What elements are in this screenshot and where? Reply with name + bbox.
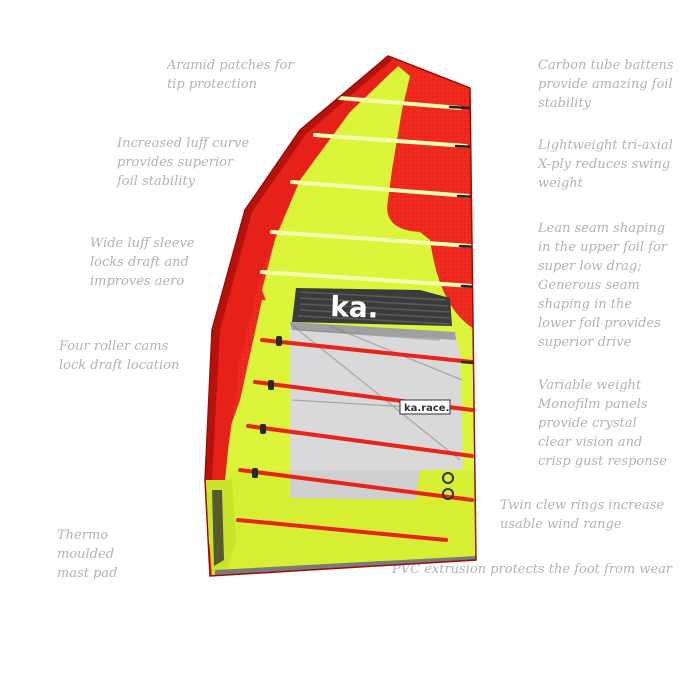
logo-band-stripes: [297, 291, 451, 325]
monofilm-window-seams: [291, 324, 463, 461]
annotation-aramid-patches: Aramid patches for tip protection: [167, 58, 294, 92]
batten-4: [270, 230, 472, 248]
annotation-carbon-battens: Carbon tube battens provide amazing foil…: [538, 58, 674, 111]
batten-8: [246, 424, 474, 458]
roller-cams: [252, 336, 282, 478]
svg-text:ka.race.: ka.race.: [404, 403, 449, 414]
battens-upper: [260, 96, 474, 288]
luff-sleeve-dark-edge: [205, 56, 392, 480]
batten-5: [260, 270, 474, 288]
mast-pad-shadow: [212, 490, 224, 566]
window-shadow: [290, 322, 456, 340]
batten-2: [313, 133, 468, 148]
annotation-pvc-extrusion: PVC extrusion protects the foot from wea…: [392, 562, 673, 577]
annotation-xply: Lightweight tri-axial X-ply reduces swin…: [538, 138, 673, 191]
batten-10: [236, 518, 448, 542]
annotation-roller-cams: Four roller cams lock draft location: [59, 339, 180, 373]
sail-model-badge: ka.race.: [399, 399, 451, 415]
batten-3: [290, 180, 470, 198]
annotation-clew-rings: Twin clew rings increase usable wind ran…: [500, 498, 665, 532]
sail-outline: [204, 55, 477, 577]
annotation-monofilm: Variable weight Monofilm panels provide …: [538, 378, 667, 469]
annotation-mast-pad: Thermo moulded mast pad: [57, 528, 118, 581]
sail-yellow-panel-upper: [262, 66, 476, 360]
annotation-seam-shaping: Lean seam shaping in the upper foil for …: [538, 221, 668, 350]
luff-sleeve: [205, 56, 398, 480]
batten-9: [238, 468, 474, 502]
annotation-luff-sleeve: Wide luff sleeve locks draft and improve…: [90, 236, 195, 289]
annotation-luff-curve: Increased luff curve provides superior f…: [117, 136, 250, 189]
batten-6: [260, 338, 474, 364]
clew-rings: [442, 472, 454, 500]
sail-logo: ka.: [330, 290, 379, 325]
batten-1: [338, 96, 462, 110]
